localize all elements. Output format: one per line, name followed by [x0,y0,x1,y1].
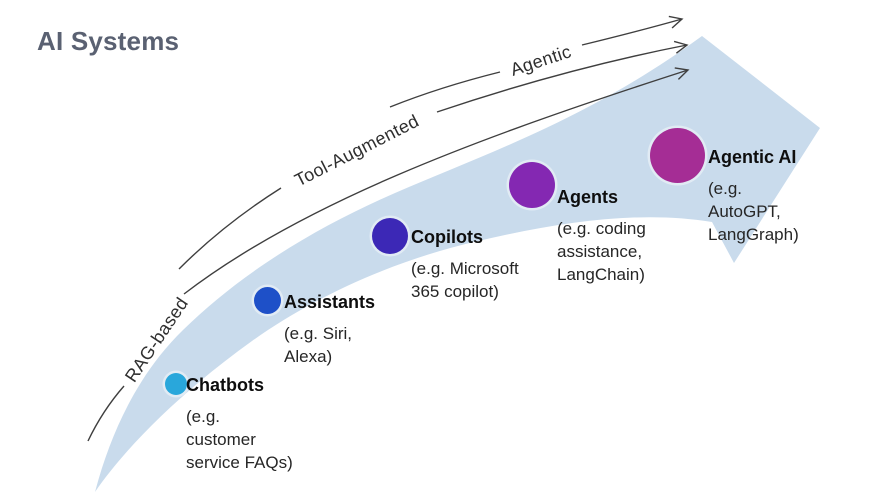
swoosh-arrow-shape [95,36,820,492]
trend-arcs-group [87,15,690,442]
stage-name: Copilots [411,227,483,247]
stage-example: (e.g. Microsoft 365 copilot) [411,259,519,301]
stage-example: (e.g. coding assistance, LangChain) [557,219,646,284]
tool-arc-arrow-line [436,40,689,113]
rag-arc-start-line [87,385,125,442]
page-title: AI Systems [37,26,180,56]
stage-name: Agentic AI [708,147,797,167]
stage-name: Agents [557,187,619,207]
stage-chatbots: Chatbots (e.g. customer service FAQs) [186,374,293,474]
rag-arc-arrow-line [183,67,690,295]
stage-example: (e.g. Siri, Alexa) [284,324,353,366]
stage-name: Assistants [284,292,376,312]
stage-agentic-ai: Agentic AI (e.g. AutoGPT, LangGraph) [708,146,799,246]
chatbots-dot [165,373,187,395]
agents-dot [509,162,555,208]
assistants-dot [254,287,281,314]
stage-assistants: Assistants (e.g. Siri, Alexa) [284,291,375,368]
stage-copilots: Copilots (e.g. Microsoft 365 copilot) [411,226,519,303]
stage-example: (e.g. customer service FAQs) [186,407,293,472]
agentic-arc-arrow-line [581,15,684,46]
tool-arc-start-line [178,187,282,270]
stage-name: Chatbots [186,375,264,395]
stage-example: (e.g. AutoGPT, LangGraph) [708,179,799,244]
copilots-dot [372,218,408,254]
stage-agents: Agents (e.g. coding assistance, LangChai… [557,186,646,286]
agentic-arc-start-line [389,71,501,108]
agentic-ai-dot [650,128,705,183]
